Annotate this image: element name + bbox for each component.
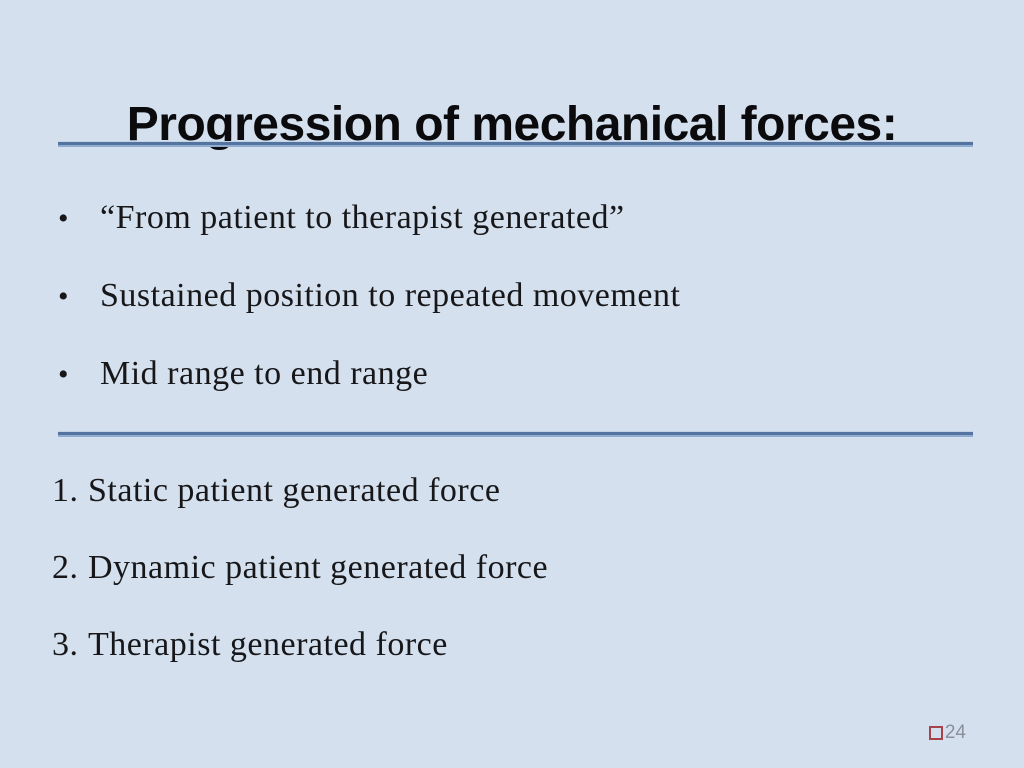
- numbered-list: 1. Static patient generated force 2. Dyn…: [52, 469, 984, 700]
- numbered-item-text: Therapist generated force: [88, 626, 448, 663]
- numbered-item: 3. Therapist generated force: [52, 623, 984, 667]
- section-divider: [58, 431, 973, 437]
- list-number: 3.: [52, 626, 79, 663]
- list-number: 2.: [52, 549, 79, 586]
- numbered-item: 2. Dynamic patient generated force: [52, 546, 984, 590]
- bullet-icon: •: [58, 202, 70, 235]
- page-marker-square-icon: [928, 726, 943, 740]
- bullet-item: • “From patient to therapist generated”: [58, 196, 984, 241]
- bullet-icon: •: [58, 358, 70, 391]
- bullet-item: • Mid range to end range: [58, 352, 984, 397]
- bullet-item-text: “From patient to therapist generated”: [100, 199, 625, 236]
- bullet-item-text: Sustained position to repeated movement: [100, 277, 681, 314]
- list-number: 1.: [52, 472, 79, 509]
- bullet-icon: •: [58, 280, 70, 313]
- numbered-item: 1. Static patient generated force: [52, 469, 984, 513]
- bullet-item: • Sustained position to repeated movemen…: [58, 274, 984, 319]
- numbered-item-text: Dynamic patient generated force: [88, 549, 549, 586]
- bullet-list: • “From patient to therapist generated” …: [58, 196, 984, 430]
- numbered-item-text: Static patient generated force: [88, 472, 501, 509]
- title-divider: [58, 141, 973, 147]
- bullet-item-text: Mid range to end range: [100, 355, 429, 392]
- page-number: 24: [944, 722, 966, 743]
- slide-footer: 24: [928, 722, 966, 744]
